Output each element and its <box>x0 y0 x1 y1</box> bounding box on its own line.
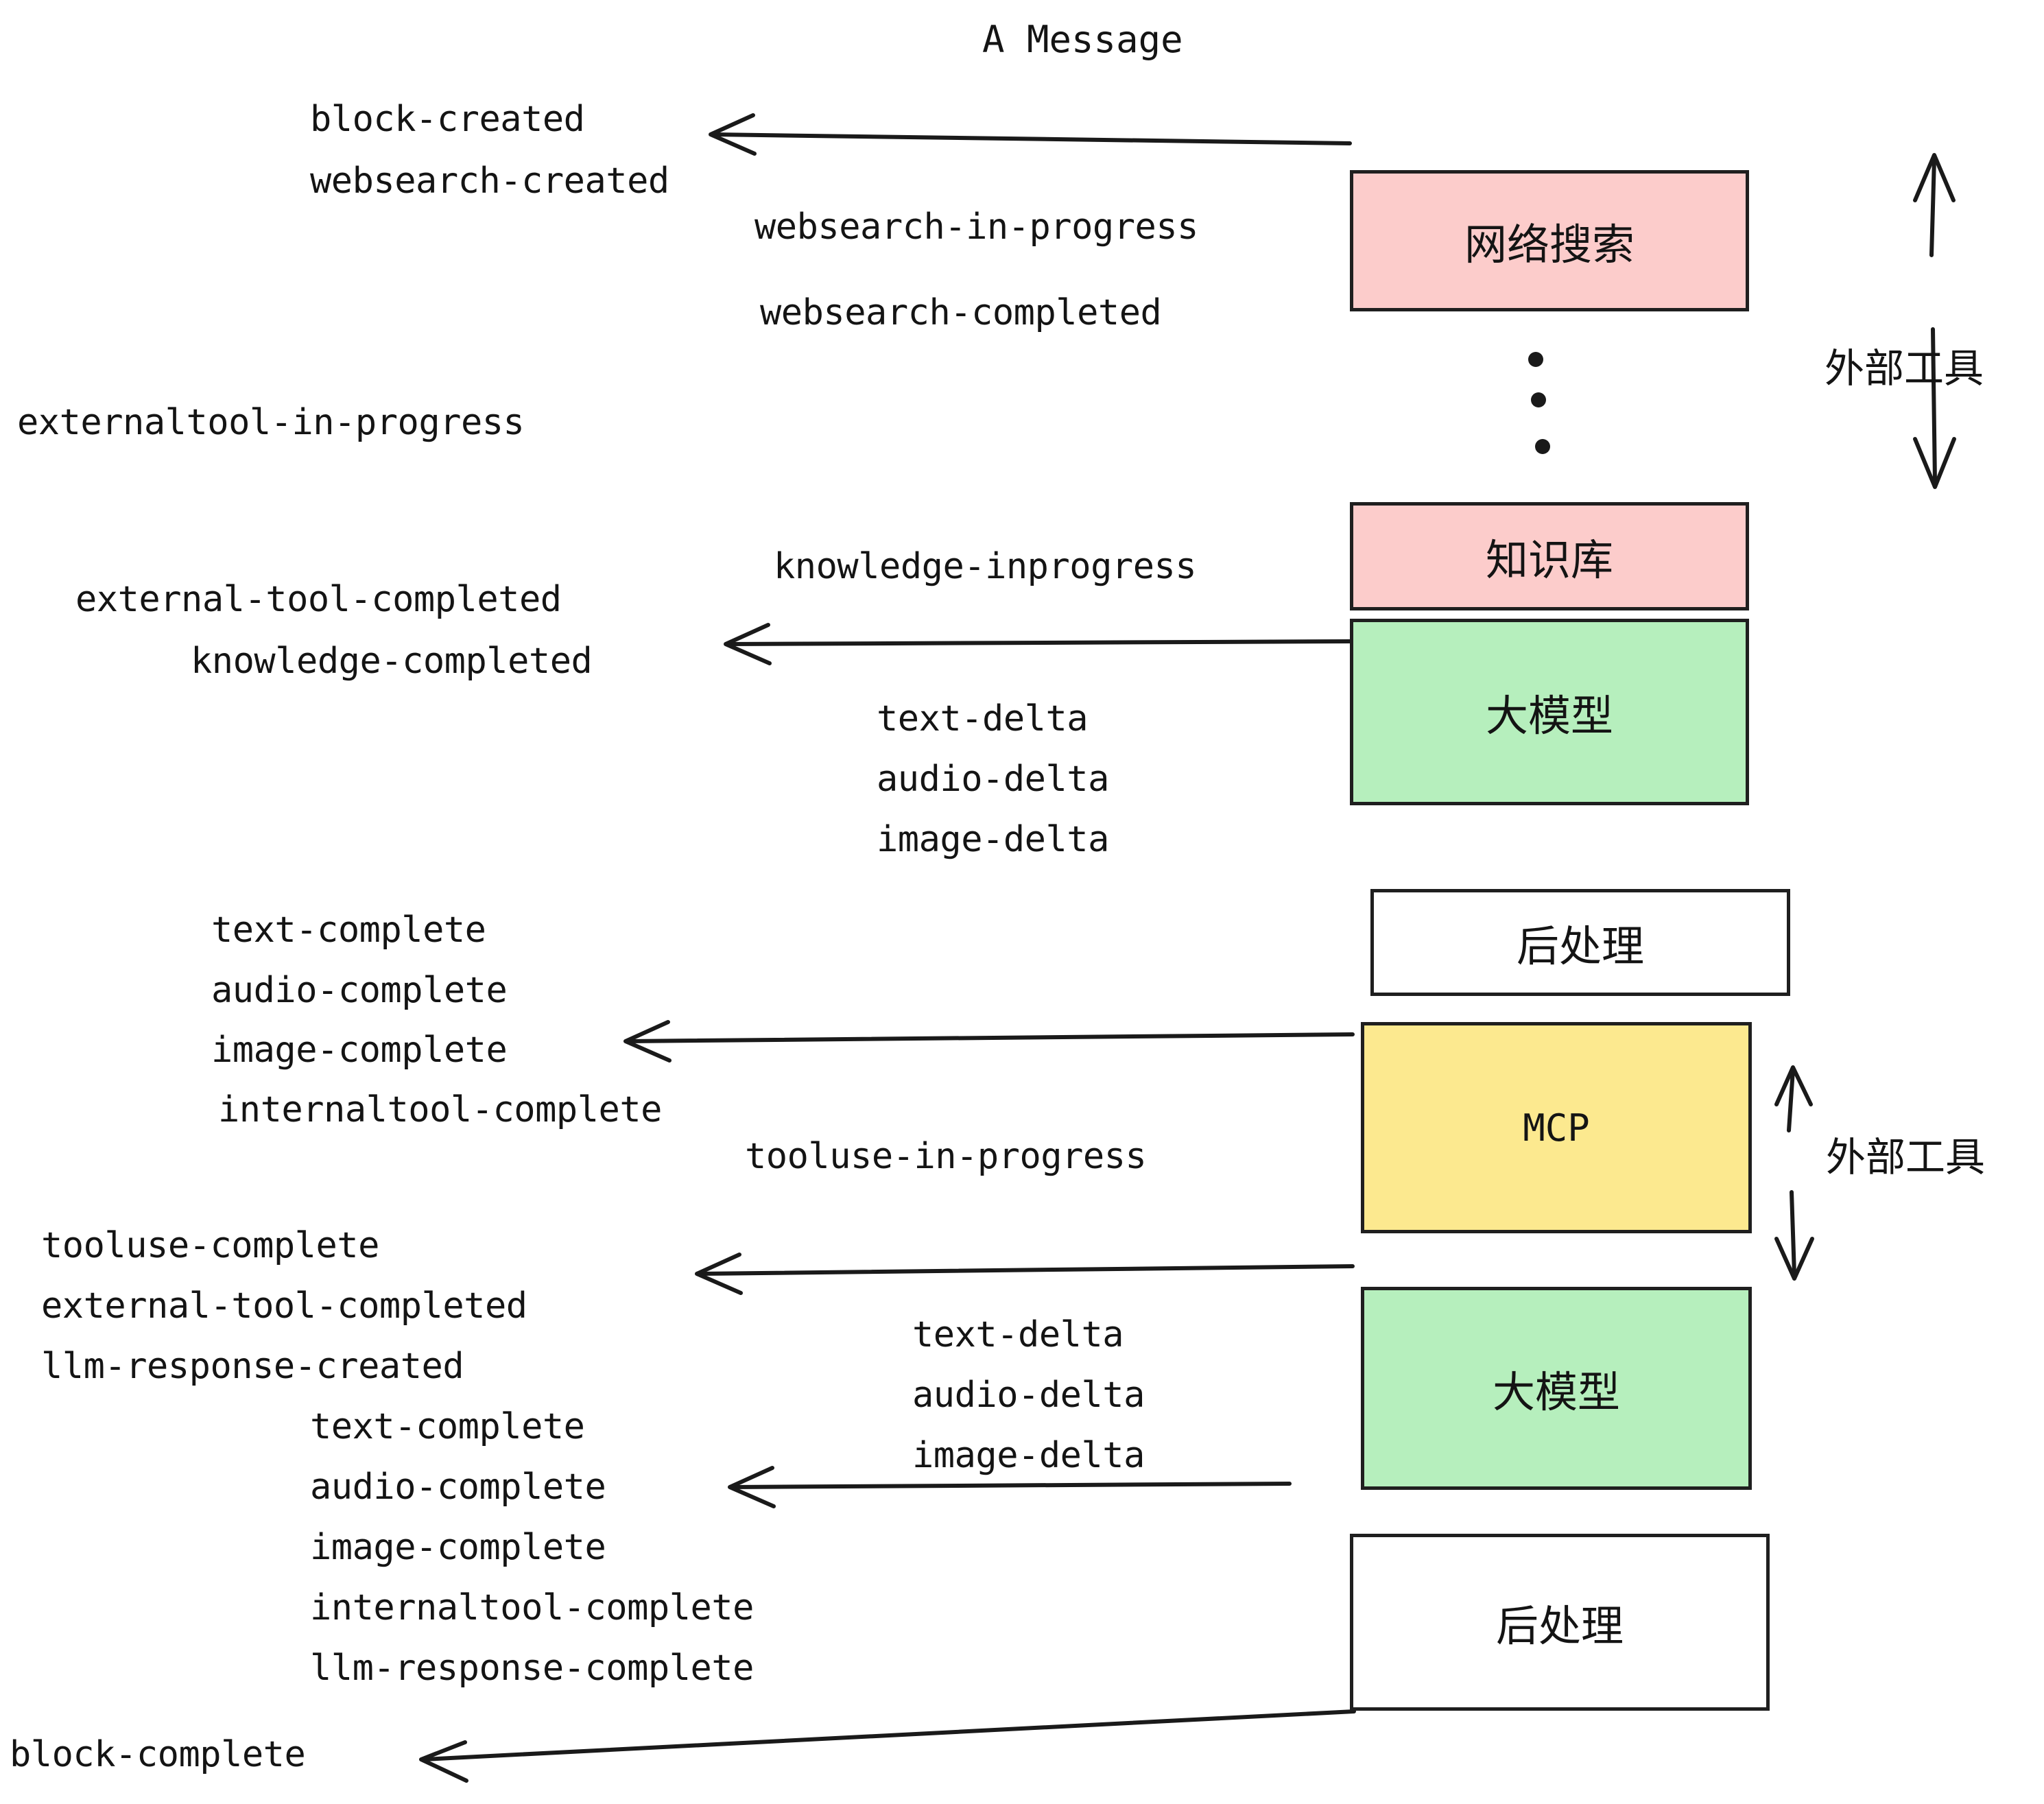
box-mcp[interactable]: MCP <box>1361 1022 1752 1233</box>
box-websearch[interactable]: 网络搜索 <box>1350 170 1749 311</box>
event-audio-complete-2: audio-complete <box>310 1467 606 1508</box>
event-block-created: block-created <box>310 99 585 140</box>
arrow-head-external-tool-bottom-down <box>1774 1237 1814 1281</box>
ellipsis-dot-2 <box>1531 392 1546 407</box>
arrow-line-audio-complete <box>730 1482 1292 1489</box>
event-text-complete-2: text-complete <box>310 1406 585 1447</box>
arrow-line-image-complete <box>626 1032 1355 1043</box>
box-llm-1[interactable]: 大模型 <box>1350 619 1749 805</box>
event-audio-delta-2: audio-delta <box>912 1375 1145 1416</box>
event-llm-response-created: llm-response-created <box>41 1346 464 1387</box>
arrow-head-audio-complete <box>728 1466 776 1508</box>
event-block-complete: block-complete <box>10 1734 306 1775</box>
event-image-complete-1: image-complete <box>211 1030 508 1071</box>
event-knowledge-inprogress: knowledge-inprogress <box>774 546 1197 587</box>
arrow-head-external-tool-top-up <box>1913 153 1956 202</box>
arrow-line-websearch-created <box>711 132 1352 145</box>
event-text-complete-1: text-complete <box>211 910 486 951</box>
arrow-line-external-tool-top-up <box>1929 157 1936 257</box>
side-label-external-tool-top: 外部工具 <box>1825 345 1984 392</box>
event-websearch-completed: websearch-completed <box>760 292 1162 333</box>
box-llm-2[interactable]: 大模型 <box>1361 1287 1752 1490</box>
box-postprocess-2-label: 后处理 <box>1495 1601 1624 1651</box>
event-external-tool-completed-1: external-tool-completed <box>75 579 562 620</box>
box-postprocess-2[interactable]: 后处理 <box>1350 1534 1770 1711</box>
box-llm-2-label: 大模型 <box>1492 1367 1620 1417</box>
arrow-head-block-complete <box>419 1740 468 1783</box>
arrow-head-external-tool-bottom-up <box>1774 1065 1813 1106</box>
box-knowledge-label: 知识库 <box>1485 535 1613 585</box>
box-postprocess-1-label: 后处理 <box>1516 921 1644 971</box>
event-knowledge-completed: knowledge-completed <box>191 641 593 682</box>
ellipsis-dot-1 <box>1528 352 1543 367</box>
box-websearch-label: 网络搜索 <box>1464 219 1635 270</box>
arrow-head-image-complete <box>623 1020 672 1063</box>
event-websearch-created: websearch-created <box>310 161 669 202</box>
arrow-line-external-tool-bottom-up <box>1787 1068 1795 1132</box>
event-text-delta-1: text-delta <box>877 698 1089 739</box>
event-tooluse-in-progress: tooluse-in-progress <box>745 1136 1147 1177</box>
box-postprocess-1[interactable]: 后处理 <box>1370 889 1790 996</box>
ellipsis-dot-3 <box>1535 439 1550 454</box>
arrow-line-block-complete <box>422 1709 1356 1761</box>
arrow-head-tooluse-complete <box>695 1253 743 1295</box>
box-knowledge[interactable]: 知识库 <box>1350 502 1749 610</box>
event-websearch-in-progress: websearch-in-progress <box>754 206 1198 248</box>
event-image-complete-2: image-complete <box>310 1527 606 1568</box>
event-audio-delta-1: audio-delta <box>877 759 1109 800</box>
side-label-external-tool-bottom: 外部工具 <box>1826 1134 1986 1180</box>
event-external-tool-completed-2: external-tool-completed <box>41 1285 527 1327</box>
box-mcp-label: MCP <box>1523 1106 1590 1150</box>
arrow-head-knowledge-completed <box>724 623 772 665</box>
event-llm-response-complete: llm-response-complete <box>310 1648 754 1689</box>
event-text-delta-2: text-delta <box>912 1314 1124 1355</box>
arrow-line-tooluse-complete <box>698 1264 1355 1276</box>
event-internaltool-complete-2: internaltool-complete <box>310 1587 754 1628</box>
event-internaltool-complete-1: internaltool-complete <box>218 1089 662 1130</box>
arrow-line-knowledge-completed <box>726 639 1352 646</box>
event-externaltool-in-progress: externaltool-in-progress <box>17 402 525 443</box>
event-audio-complete-1: audio-complete <box>211 970 508 1011</box>
box-llm-1-label: 大模型 <box>1485 691 1613 741</box>
event-tooluse-complete: tooluse-complete <box>41 1225 379 1266</box>
event-image-delta-1: image-delta <box>877 819 1109 860</box>
arrow-head-external-tool-top-down <box>1913 437 1956 489</box>
arrow-line-external-tool-bottom-down <box>1790 1190 1796 1277</box>
event-image-delta-2: image-delta <box>912 1435 1145 1476</box>
arrow-head-websearch-created <box>709 113 757 156</box>
page-title: A Message <box>982 18 1183 61</box>
